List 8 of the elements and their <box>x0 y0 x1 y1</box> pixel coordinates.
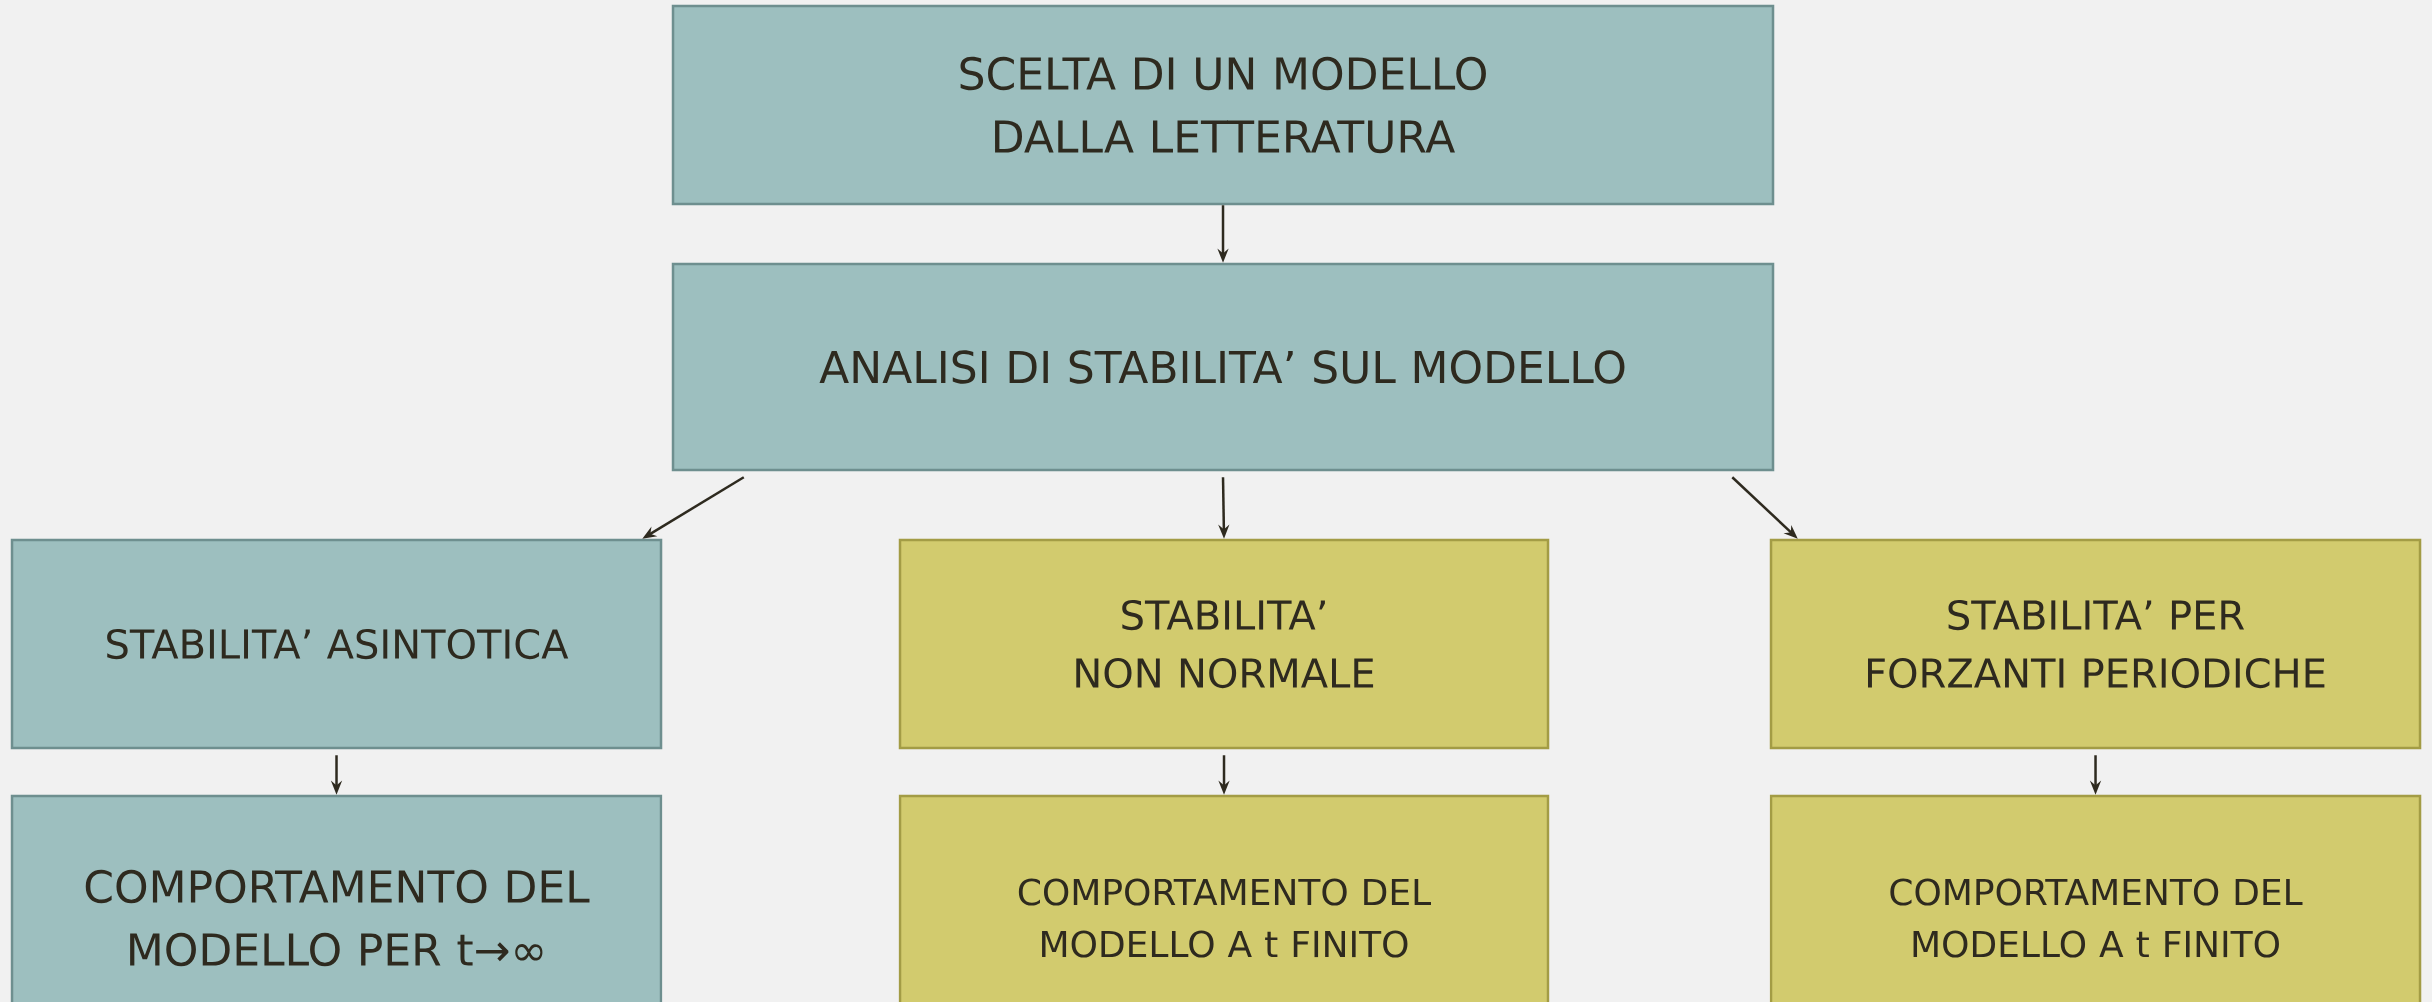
process-box: STABILITA’ ASINTOTICA <box>10 538 663 750</box>
process-box: STABILITA’ NON NORMALE <box>898 538 1550 750</box>
process-box: STABILITA’ PER FORZANTI PERIODICHE <box>1769 538 2422 750</box>
process-box: SCELTA DI UN MODELLO DALLA LETTERATURA <box>671 4 1775 206</box>
process-box: COMPORTAMENTO DEL MODELLO A t FINITO <box>898 794 1550 1002</box>
process-box: ANALISI DI STABILITA’ SUL MODELLO <box>671 262 1775 472</box>
process-box: COMPORTAMENTO DEL MODELLO PER t→∞ <box>10 794 663 1002</box>
process-box: COMPORTAMENTO DEL MODELLO A t FINITO <box>1769 794 2422 1002</box>
